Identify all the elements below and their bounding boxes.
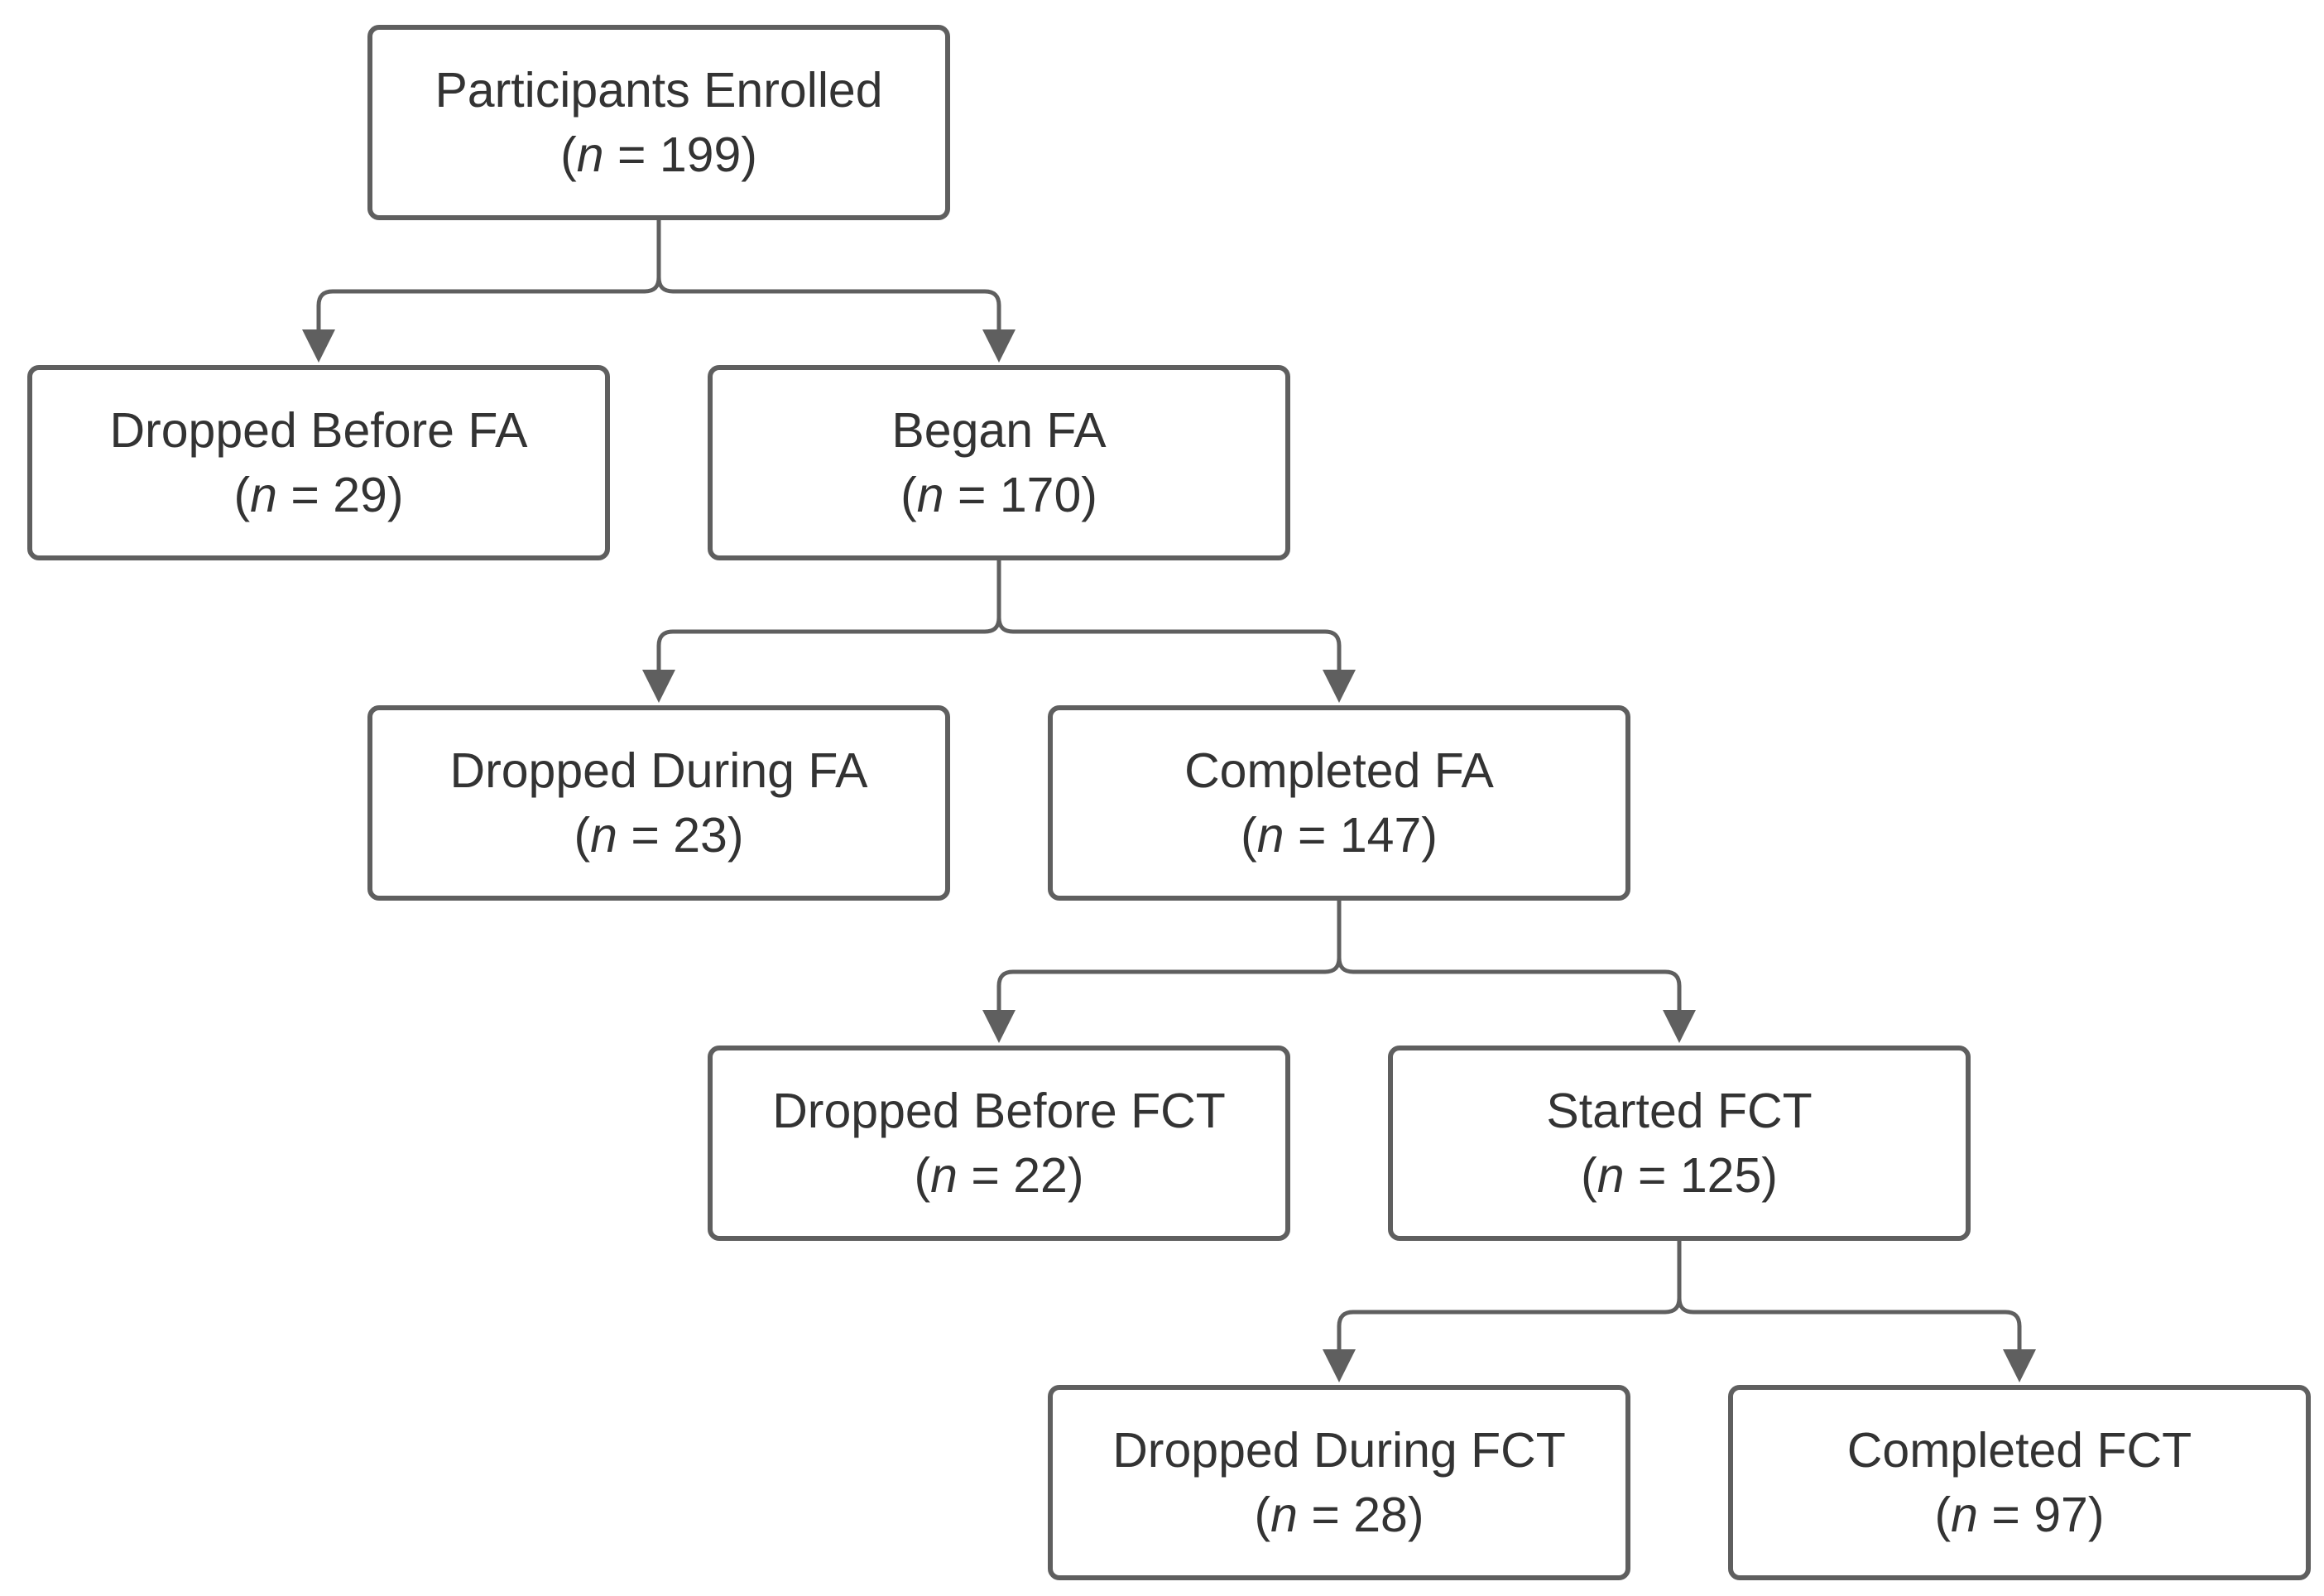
n-symbol: n	[1256, 808, 1284, 863]
n-value: = 97)	[1977, 1488, 2105, 1542]
n-value: = 199)	[603, 127, 757, 182]
node-label: Completed FCT	[1846, 1423, 2192, 1478]
n-symbol: n	[576, 127, 604, 182]
connector-enrolled-to-began-fa	[656, 276, 1016, 363]
node-completed-fa: Completed FA (n = 147)	[1048, 705, 1630, 901]
node-label: Participants Enrolled	[435, 63, 883, 118]
n-value: = 28)	[1297, 1488, 1424, 1542]
n-value: = 22)	[957, 1148, 1084, 1203]
node-count: (n = 125)	[1581, 1148, 1778, 1203]
n-symbol: n	[1270, 1488, 1298, 1542]
node-participants-enrolled: Participants Enrolled (n = 199)	[367, 25, 950, 220]
connector-began-fa-to-completed-fa	[996, 617, 1356, 703]
n-symbol: n	[916, 468, 944, 522]
node-count: (n = 22)	[914, 1148, 1084, 1203]
n-value: = 170)	[944, 468, 1097, 522]
node-label: Dropped Before FCT	[772, 1084, 1226, 1138]
node-label: Dropped During FA	[449, 743, 868, 798]
connector-started-fct-to-completed-fct	[1677, 1297, 2036, 1382]
n-symbol: n	[1597, 1148, 1625, 1203]
n-symbol: n	[590, 808, 617, 863]
connector-began-fa-to-dropped-during-fa	[642, 560, 1001, 703]
node-began-fa: Began FA (n = 170)	[708, 365, 1290, 560]
node-count: (n = 147)	[1241, 808, 1438, 863]
node-dropped-during-fct: Dropped During FCT (n = 28)	[1048, 1385, 1630, 1580]
n-symbol: n	[1951, 1488, 1978, 1542]
node-completed-fct: Completed FCT (n = 97)	[1728, 1385, 2311, 1580]
node-count: (n = 97)	[1934, 1488, 2105, 1542]
node-dropped-before-fa: Dropped Before FA (n = 29)	[27, 365, 610, 560]
connector-started-fct-to-dropped-during-fct	[1323, 1241, 1682, 1382]
n-symbol: n	[930, 1148, 958, 1203]
node-label: Dropped During FCT	[1112, 1423, 1566, 1478]
node-count: (n = 23)	[574, 808, 744, 863]
connector-completed-fa-to-started-fct	[1337, 957, 1696, 1043]
node-label: Began FA	[891, 403, 1107, 458]
node-count: (n = 29)	[233, 468, 404, 522]
node-started-fct: Started FCT (n = 125)	[1388, 1046, 1971, 1241]
node-count: (n = 170)	[900, 468, 1097, 522]
node-label: Dropped Before FA	[109, 403, 528, 458]
connector-enrolled-trunk	[302, 220, 661, 363]
n-value: = 23)	[617, 808, 744, 863]
n-value: = 29)	[276, 468, 404, 522]
node-label: Completed FA	[1184, 743, 1494, 798]
node-count: (n = 28)	[1254, 1488, 1424, 1542]
node-label: Started FCT	[1546, 1084, 1813, 1138]
node-dropped-before-fct: Dropped Before FCT (n = 22)	[708, 1046, 1290, 1241]
node-count: (n = 199)	[560, 127, 757, 182]
connector-completed-fa-to-dropped-before-fct	[982, 901, 1342, 1043]
n-value: = 147)	[1284, 808, 1438, 863]
n-value: = 125)	[1624, 1148, 1778, 1203]
node-dropped-during-fa: Dropped During FA (n = 23)	[367, 705, 950, 901]
n-symbol: n	[250, 468, 277, 522]
